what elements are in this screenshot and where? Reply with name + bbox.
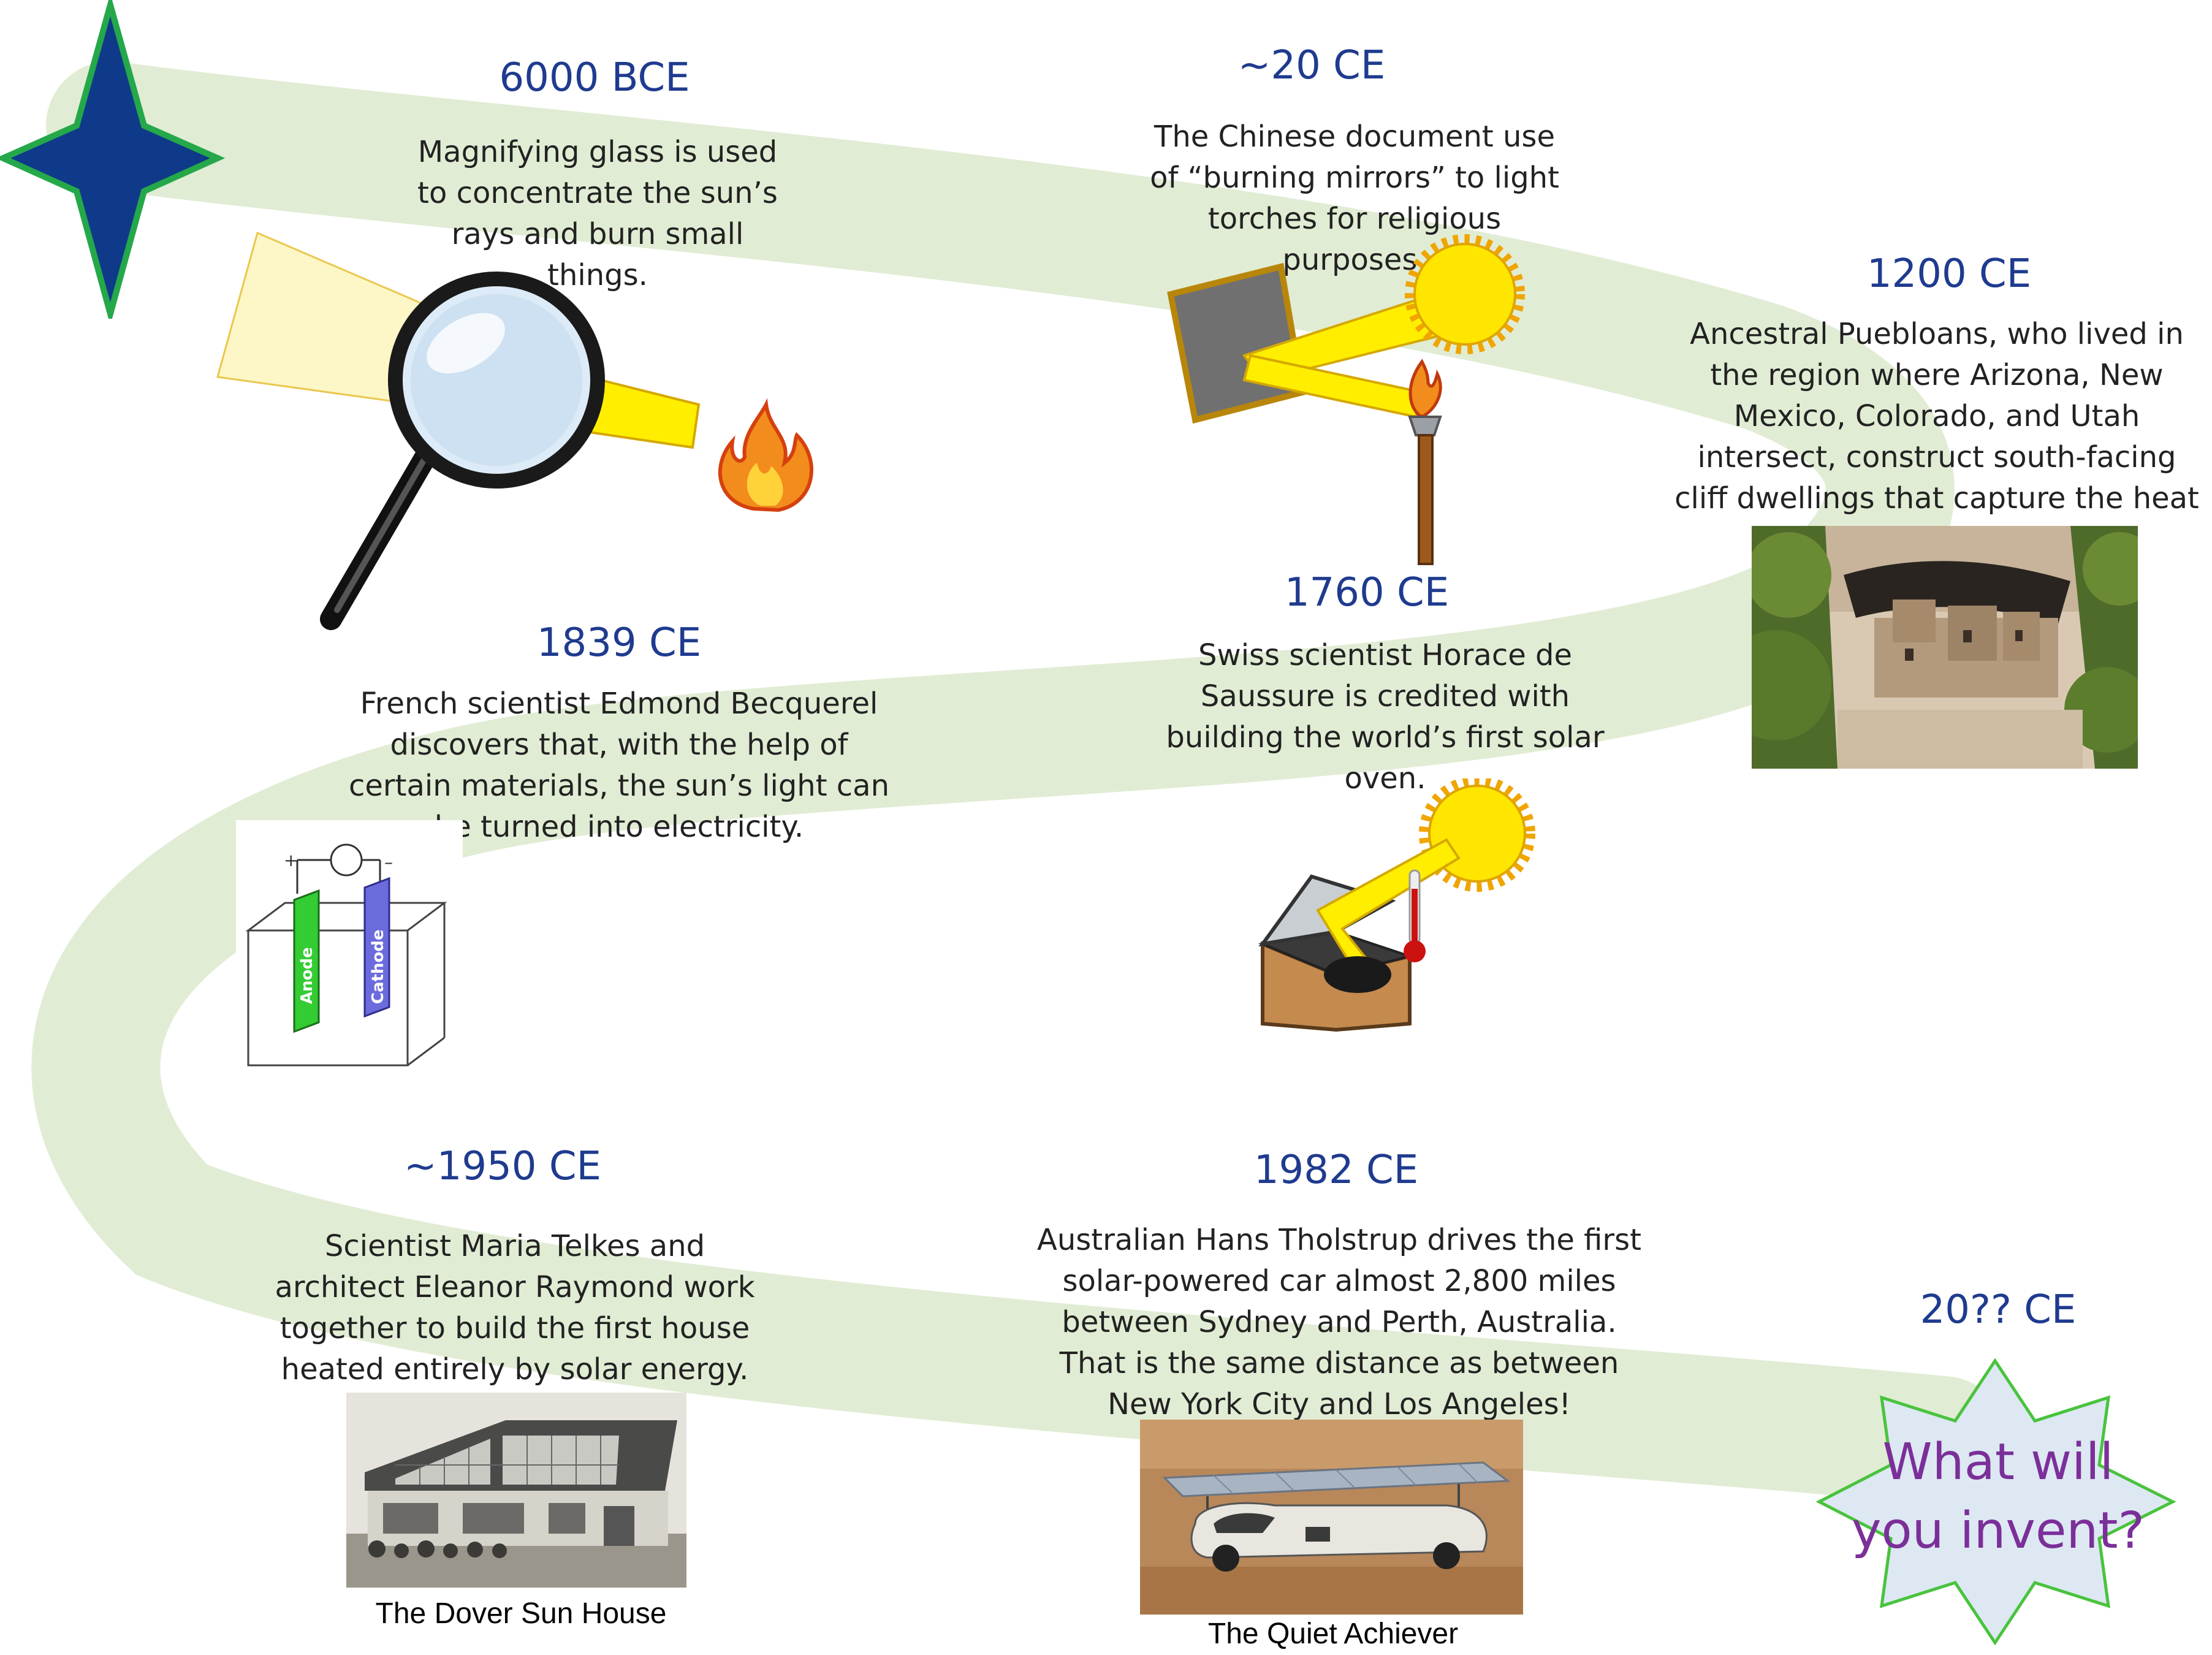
event-year-1982ce: 1982 CE: [1253, 1147, 1419, 1193]
minus-sign: –: [384, 852, 393, 872]
anode-label: Anode: [298, 947, 316, 1004]
event-year-1760ce: 1760 CE: [1284, 570, 1450, 615]
magnifying-glass-fire-icon: [216, 231, 813, 630]
star-burst-icon: [1815, 1358, 2176, 1646]
event-desc-1200ce: Ancestral Puebloans, who lived in the re…: [1674, 317, 2199, 557]
solar-car-caption: The Quiet Achiever: [1207, 1618, 1459, 1650]
cliff-dwelling-photo: [1752, 526, 2138, 769]
plus-sign: +: [284, 850, 298, 870]
solar-car-photo: [1140, 1420, 1523, 1615]
solar-house-caption: The Dover Sun House: [375, 1597, 667, 1630]
solar-house-photo: [346, 1393, 686, 1588]
event-desc-1839ce: French scientist Edmond Becquerel discov…: [348, 687, 890, 844]
event-year-20ce: ~20 CE: [1237, 43, 1386, 88]
event-desc-6000bce: Magnifying glass is used to concentrate …: [417, 135, 778, 292]
cathode-label: Cathode: [369, 929, 387, 1004]
start-star-icon: [0, 0, 226, 319]
event-desc-20ce: The Chinese document use of “burning mir…: [1150, 120, 1559, 277]
mirror-sun-torch-icon: [1167, 234, 1525, 565]
event-desc-1760ce: Swiss scientist Horace de Saussure is cr…: [1166, 638, 1605, 796]
event-year-6000bce: 6000 BCE: [499, 55, 690, 101]
event-desc-1950ce: Scientist Maria Telkes and architect Ele…: [275, 1229, 755, 1387]
event-year-1200ce: 1200 CE: [1866, 251, 2032, 297]
event-year-1950ce: ~1950 CE: [404, 1144, 601, 1189]
solar-oven-icon: [1258, 778, 1535, 1032]
timeline-ribbon: [31, 61, 2007, 1505]
electrolytic-cell-diagram: + – Anode Cathode: [236, 820, 463, 1071]
future-invention-text: What will you invent?: [1851, 1433, 2145, 1560]
event-desc-1982ce: Australian Hans Tholstrup drives the fir…: [1037, 1223, 1641, 1421]
event-year-1839ce: 1839 CE: [536, 620, 702, 666]
event-year-future: 20?? CE: [1920, 1287, 2077, 1333]
